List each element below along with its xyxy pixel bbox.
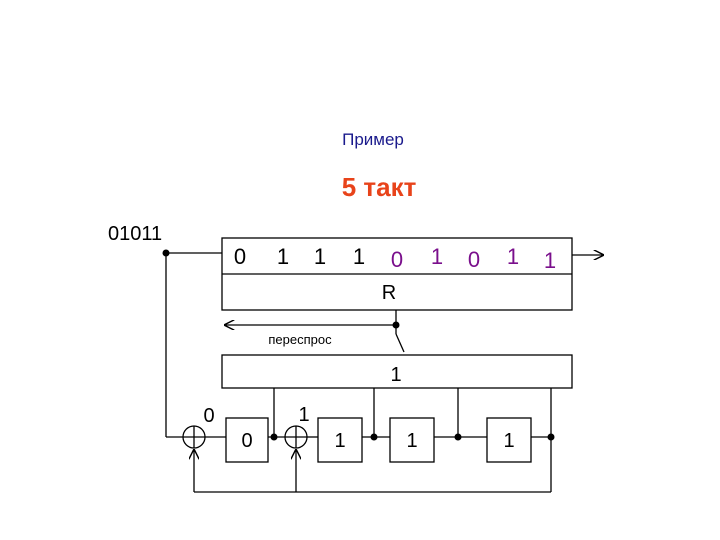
retransmit-label: переспрос [268, 332, 332, 347]
register-label: R [382, 282, 396, 304]
feedback-loop [194, 437, 552, 493]
slide-heading: Пример [342, 130, 404, 149]
slide-subheading: 5 такт [342, 172, 417, 202]
output-bit: 1 [507, 244, 519, 269]
shift-cell-value: 0 [241, 430, 252, 452]
shift-cell-value: 1 [503, 430, 514, 452]
shift-cell-value: 1 [406, 430, 417, 452]
xor-gate-2 [284, 425, 308, 449]
shift-cell [389, 417, 435, 463]
output-bit: 0 [234, 244, 246, 269]
output-bit: 0 [391, 247, 403, 272]
decoder-block-label: 1 [390, 364, 401, 386]
shift-cell [317, 417, 363, 463]
shift-cell [225, 417, 269, 463]
xor-gate-1 [182, 425, 206, 449]
xor1-input-label: 0 [203, 405, 214, 427]
output-bit: 1 [431, 244, 443, 269]
output-bit: 1 [314, 244, 326, 269]
output-bit: 1 [353, 244, 365, 269]
shift-cell [486, 417, 532, 463]
output-bit: 0 [468, 247, 480, 272]
xor2-input-label: 1 [298, 404, 309, 426]
shift-cell-value: 1 [334, 430, 345, 452]
output-bits: 0 1 1 1 0 1 0 1 1 [234, 244, 556, 273]
input-sequence: 01011 [108, 223, 162, 245]
output-bit: 1 [277, 244, 289, 269]
switch [395, 333, 405, 353]
decoder-block [221, 354, 573, 389]
output-bit: 1 [544, 248, 556, 273]
